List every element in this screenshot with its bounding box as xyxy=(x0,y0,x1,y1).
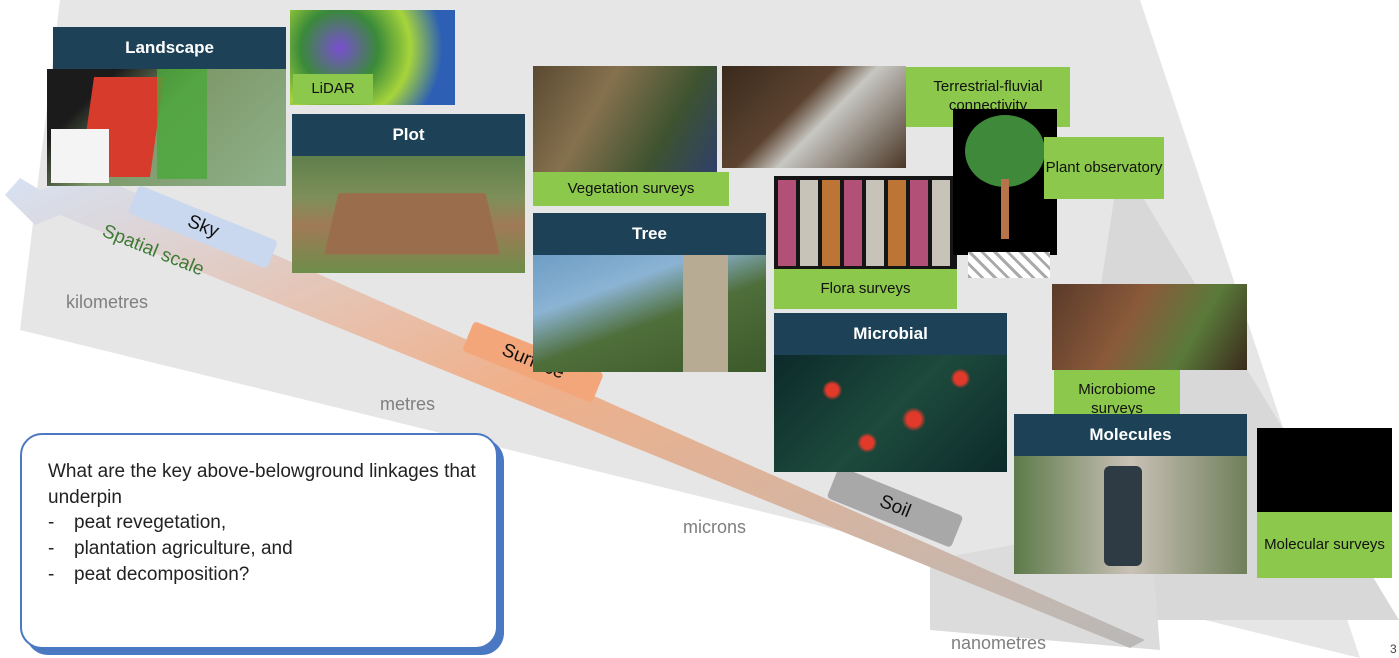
plot-clearing xyxy=(324,193,500,255)
vegetation-survey-image xyxy=(533,66,717,174)
molecular-black-image xyxy=(1257,428,1392,512)
map-green-zone xyxy=(157,69,207,179)
flora-grid-image xyxy=(774,176,957,270)
microbial-image xyxy=(774,355,1007,472)
tree-canopy-shape xyxy=(965,115,1045,187)
method-vegetation-surveys: Vegetation surveys xyxy=(533,172,729,206)
panel-header-tree: Tree xyxy=(533,213,766,255)
scale-microns: microns xyxy=(683,517,747,537)
question-item: plantation agriculture, and xyxy=(48,536,496,562)
spatial-scale-arrow xyxy=(5,175,1145,648)
scale-nanometres: nanometres xyxy=(951,633,1047,653)
question-box: What are the key above-belowground linka… xyxy=(20,433,498,649)
method-molecular-surveys: Molecular surveys xyxy=(1257,512,1392,578)
question-item: peat decomposition? xyxy=(48,562,496,588)
tree-climber-image xyxy=(533,255,766,372)
tree-trunk xyxy=(683,255,728,372)
question-item: peat revegetation, xyxy=(48,510,496,536)
method-lidar: LiDAR xyxy=(293,74,373,104)
plant-observatory-image xyxy=(953,109,1057,255)
page-number: 3 xyxy=(1390,642,1397,656)
map-legend xyxy=(51,129,109,183)
molecules-image xyxy=(1014,456,1247,574)
flora-thumbnails xyxy=(778,180,953,266)
method-plant-observatory: Plant observatory xyxy=(1044,137,1164,199)
question-list: peat revegetation, plantation agricultur… xyxy=(48,510,496,587)
plot-aerial-image xyxy=(292,156,525,273)
tree-roots-shape xyxy=(1001,179,1009,239)
landscape-map-image xyxy=(47,69,286,186)
observatory-structure-image xyxy=(968,252,1050,278)
panel-header-molecules: Molecules xyxy=(1014,414,1247,456)
method-flora-surveys: Flora surveys xyxy=(774,269,957,309)
scale-metres: metres xyxy=(380,394,436,414)
panel-header-landscape: Landscape xyxy=(53,27,286,69)
question-text: What are the key above-belowground linka… xyxy=(48,461,476,508)
microbiome-image xyxy=(1052,284,1247,370)
panel-header-plot: Plot xyxy=(292,114,525,156)
fluvial-image xyxy=(722,66,906,168)
panel-header-microbial: Microbial xyxy=(774,313,1007,355)
scale-kilometres: kilometres xyxy=(66,292,149,312)
sample-tube xyxy=(1104,466,1142,566)
